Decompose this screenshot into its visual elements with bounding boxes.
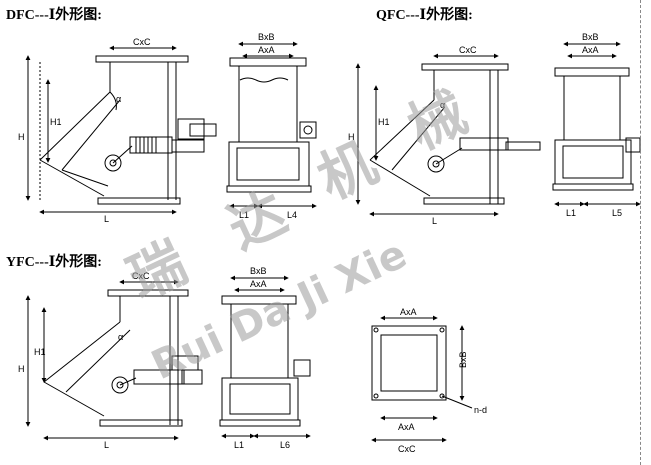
qfc-front-view xyxy=(355,53,541,217)
yfc-bxb-label: BxB xyxy=(250,266,267,276)
yfc-alpha-label: α xyxy=(118,332,123,342)
yfc-l-label: L xyxy=(104,440,109,450)
plan-axa-bottom-label: AxA xyxy=(398,422,415,432)
yfc-front-dims: CxC H H1 α L xyxy=(18,271,150,450)
dfc-alpha-label: α xyxy=(116,94,121,104)
dfc-l4-label: L4 xyxy=(287,210,297,220)
qfc-h-label: H xyxy=(348,132,355,142)
watermark: 瑞 达 机 械 Rui Da Ji Xie xyxy=(118,80,476,389)
qfc-axa-label: AxA xyxy=(582,45,599,55)
qfc-bxb-label: BxB xyxy=(582,32,599,42)
plan-axa-top-label: AxA xyxy=(400,307,417,317)
dfc-side-view xyxy=(226,41,317,209)
dfc-h1-label: H1 xyxy=(50,117,62,127)
plan-view xyxy=(371,315,473,443)
dfc-title: DFC---Ⅰ外形图: xyxy=(6,8,102,23)
watermark-char-1: 瑞 xyxy=(118,230,196,313)
yfc-l6-label: L6 xyxy=(280,440,290,450)
qfc-front-dims: CxC H H1 α L xyxy=(348,45,477,226)
plan-bxb-label: BxB xyxy=(458,351,468,368)
qfc-side-view xyxy=(552,41,641,207)
dfc-axa-label: AxA xyxy=(258,45,275,55)
qfc-cxc-label: CxC xyxy=(459,45,477,55)
qfc-side-dims: BxB AxA L1 L5 xyxy=(566,32,622,218)
qfc-h1-label: H1 xyxy=(378,117,390,127)
dfc-h-label: H xyxy=(18,132,25,142)
yfc-side-dims: BxB AxA L1 L6 xyxy=(234,266,290,450)
yfc-side-view xyxy=(219,275,311,439)
dfc-cxc-label: CxC xyxy=(133,37,151,47)
plan-view-dims: AxA BxB AxA CxC n-d xyxy=(398,307,487,454)
plan-cxc-label: CxC xyxy=(398,444,416,454)
dfc-front-view xyxy=(25,45,217,215)
yfc-front-view xyxy=(25,279,203,441)
qfc-l1-label: L1 xyxy=(566,208,576,218)
qfc-l5-label: L5 xyxy=(612,208,622,218)
dfc-front-dims: CxC H H1 α L xyxy=(18,37,151,224)
yfc-axa-label: AxA xyxy=(250,279,267,289)
qfc-alpha-label: α xyxy=(440,100,445,110)
yfc-cxc-label: CxC xyxy=(132,271,150,281)
watermark-char-3: 机 xyxy=(308,130,386,213)
dfc-bxb-label: BxB xyxy=(258,32,275,42)
yfc-h1-label: H1 xyxy=(34,347,46,357)
yfc-title: YFC---Ⅰ外形图: xyxy=(6,255,102,270)
dfc-side-dims: BxB AxA L1 L4 xyxy=(239,32,297,220)
dfc-l1-label: L1 xyxy=(239,210,249,220)
plan-nd-label: n-d xyxy=(474,405,487,415)
watermark-latin: Rui Da Ji Xie xyxy=(145,231,414,389)
qfc-l-label: L xyxy=(432,216,437,226)
dfc-l-label: L xyxy=(104,214,109,224)
page-edge-marker xyxy=(640,0,651,465)
yfc-l1-label: L1 xyxy=(234,440,244,450)
yfc-h-label: H xyxy=(18,364,25,374)
qfc-title: QFC---Ⅰ外形图: xyxy=(376,8,473,23)
